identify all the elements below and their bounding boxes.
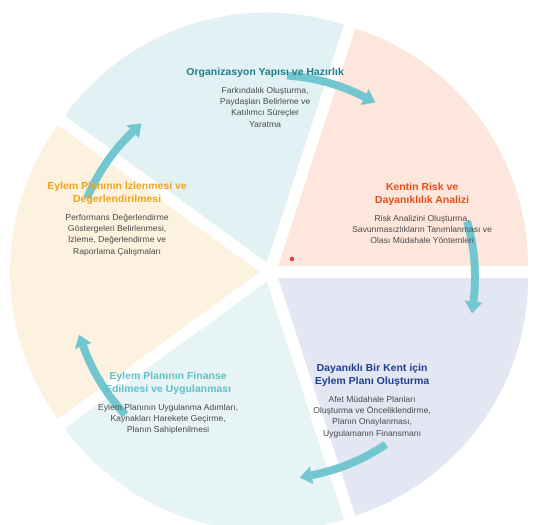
segment-financing bbox=[64, 281, 345, 525]
segment-action-plan bbox=[278, 277, 529, 516]
segment-monitoring bbox=[9, 125, 261, 419]
stage-description: Afet Müdahale Planları Oluşturma ve Önce… bbox=[313, 394, 431, 438]
stage-description: Eylem Planının Uygulanma Adımları, Kayna… bbox=[98, 402, 238, 435]
stage-title: Eylem Planının Finanse Edilmesi ve Uygul… bbox=[104, 370, 232, 395]
stage-description: Performans Değerlendirme Göstergeleri Be… bbox=[65, 212, 169, 256]
stage-title: Eylem Planının İzlenmesi ve Değerlendiri… bbox=[47, 180, 187, 205]
stage-title: Organizasyon Yapısı ve Hazırlık bbox=[186, 66, 344, 78]
stage-action-plan: Dayanıklı Bir Kent için Eylem Planı Oluş… bbox=[272, 362, 472, 439]
stage-description: Risk Analizini Oluşturma, Savunmasızlıkl… bbox=[352, 213, 492, 246]
stage-risk-analysis: Kentin Risk ve Dayanıklılık Analizi Risk… bbox=[322, 181, 522, 247]
arrow-monitoring-to-organization bbox=[83, 123, 142, 200]
segment-organization bbox=[64, 12, 345, 263]
stage-title: Kentin Risk ve Dayanıklılık Analizi bbox=[374, 181, 470, 206]
arrow-financing-to-monitoring bbox=[74, 334, 129, 418]
stage-title: Dayanıklı Bir Kent için Eylem Planı Oluş… bbox=[314, 362, 430, 387]
stage-monitoring-evaluation: Eylem Planının İzlenmesi ve Değerlendiri… bbox=[22, 180, 212, 257]
stage-description: Farkındalık Oluşturma, Paydaşları Belirl… bbox=[219, 85, 311, 129]
arrow-risk-to-action-plan bbox=[463, 220, 483, 314]
arrow-action-plan-to-financing bbox=[299, 441, 389, 485]
center-dot bbox=[289, 256, 295, 262]
arrow-organization-to-risk bbox=[286, 71, 376, 106]
stage-organization-preparation: Organizasyon Yapısı ve Hazırlık Farkında… bbox=[150, 66, 380, 130]
stage-financing-implementation: Eylem Planının Finanse Edilmesi ve Uygul… bbox=[68, 370, 268, 436]
